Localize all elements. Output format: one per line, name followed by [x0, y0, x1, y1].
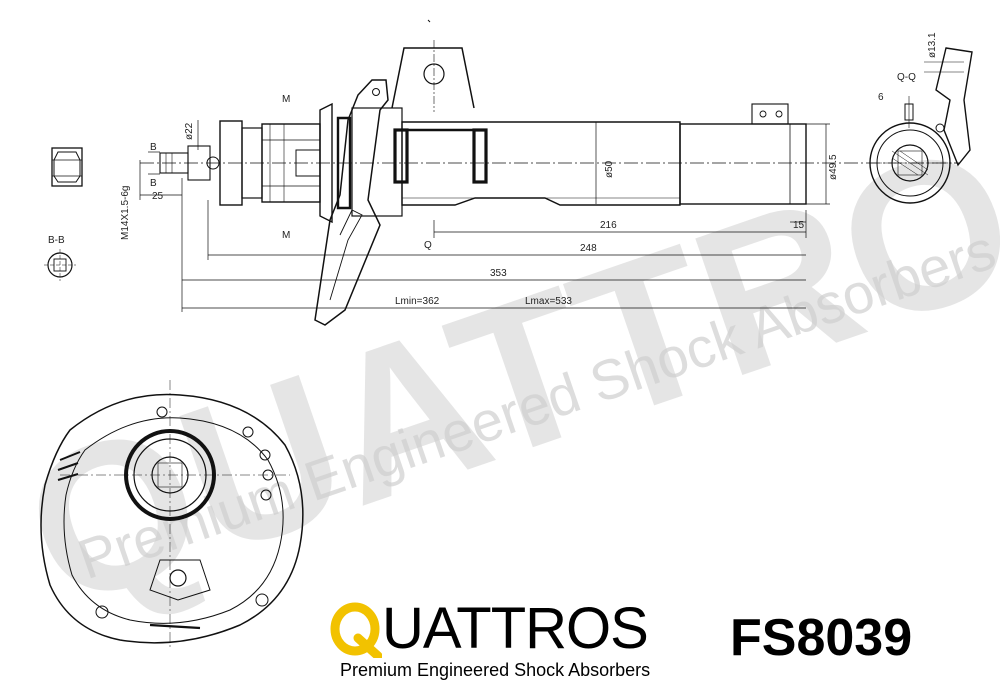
dim-dia-49-5: ø49.5 [828, 154, 839, 180]
dim-thread: M14X1.5-6g [120, 186, 131, 240]
hose-bracket [751, 103, 789, 125]
b-b-section [44, 249, 76, 281]
logo-wordmark: UATTROS [330, 596, 649, 661]
dim-lmin: Lmin=362 [395, 296, 440, 307]
nut-detail [51, 147, 83, 187]
stud-nut [187, 145, 211, 181]
stabilizer-clamp [393, 128, 409, 184]
dim-dia-50: ø50 [604, 160, 615, 178]
label-b-bottom: B [150, 178, 157, 189]
logo-tagline: Premium Engineered Shock Absorbers [340, 660, 651, 680]
dim-15: 15 [793, 220, 805, 231]
dim-lmax: Lmax=533 [525, 296, 572, 307]
dimension-labels: 216 15 248 353 Lmin=362 Lmax=533 25 ø22 … [48, 32, 938, 307]
dimension-lines [139, 120, 830, 312]
dim-dia-22: ø22 [184, 122, 195, 140]
bearing-plate [319, 102, 333, 224]
dim-6: 6 [878, 92, 884, 103]
label-m-bottom: M [282, 230, 290, 241]
dim-353: 353 [490, 268, 507, 279]
lower-tube [679, 123, 807, 205]
label-m-top: M [282, 94, 290, 105]
logo-q-mark [330, 602, 382, 658]
label-q: Q [424, 240, 432, 251]
part-number: FS8039 [730, 609, 913, 667]
dust-seal [336, 116, 352, 210]
stud-washer [206, 156, 220, 170]
dim-25: 25 [152, 191, 164, 202]
label-b-top: B [150, 142, 157, 153]
dim-dia-13-1: ø13.1 [927, 32, 938, 58]
q-q-bracket [935, 47, 973, 167]
logo-word-text: UATTROS [382, 596, 649, 661]
label-b-b: B-B [48, 235, 65, 246]
q-q-section [869, 47, 973, 204]
spring-perch [314, 79, 389, 326]
main-tube [401, 121, 681, 206]
label-q-q: Q-Q [897, 72, 916, 83]
strut-side-view [140, 40, 960, 326]
brand-logo: UATTROS Premium Engineered Shock Absorbe… [330, 598, 680, 690]
dim-248: 248 [580, 243, 597, 254]
dim-216: 216 [600, 220, 617, 231]
knuckle-bracket [391, 47, 475, 109]
top-mount-plan-view [40, 380, 304, 650]
